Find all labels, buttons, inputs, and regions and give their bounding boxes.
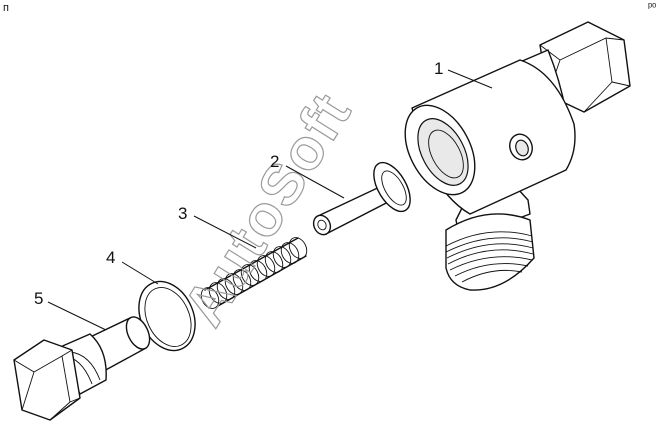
corner-mark-right: ᵖᵒ <box>648 1 656 13</box>
callout-label-5: 5 <box>34 289 43 308</box>
coil-spring <box>200 237 308 309</box>
leader-line-3 <box>193 215 257 249</box>
leader-line-4 <box>121 261 159 285</box>
valve-stem <box>312 161 411 236</box>
callout-label-2: 2 <box>270 152 279 171</box>
plug-cap <box>13 316 151 421</box>
corner-mark-left: п <box>3 2 9 14</box>
threaded-fitting <box>445 213 535 291</box>
valve-body <box>404 21 631 291</box>
seal-ring <box>138 280 196 352</box>
leader-line-1 <box>447 69 493 89</box>
callouts: 1 2 3 4 5 <box>34 59 493 331</box>
callout-label-4: 4 <box>106 248 115 267</box>
leader-line-2 <box>285 165 345 199</box>
callout-label-1: 1 <box>434 59 443 78</box>
callout-label-3: 3 <box>178 204 187 223</box>
leader-line-5 <box>47 301 107 331</box>
